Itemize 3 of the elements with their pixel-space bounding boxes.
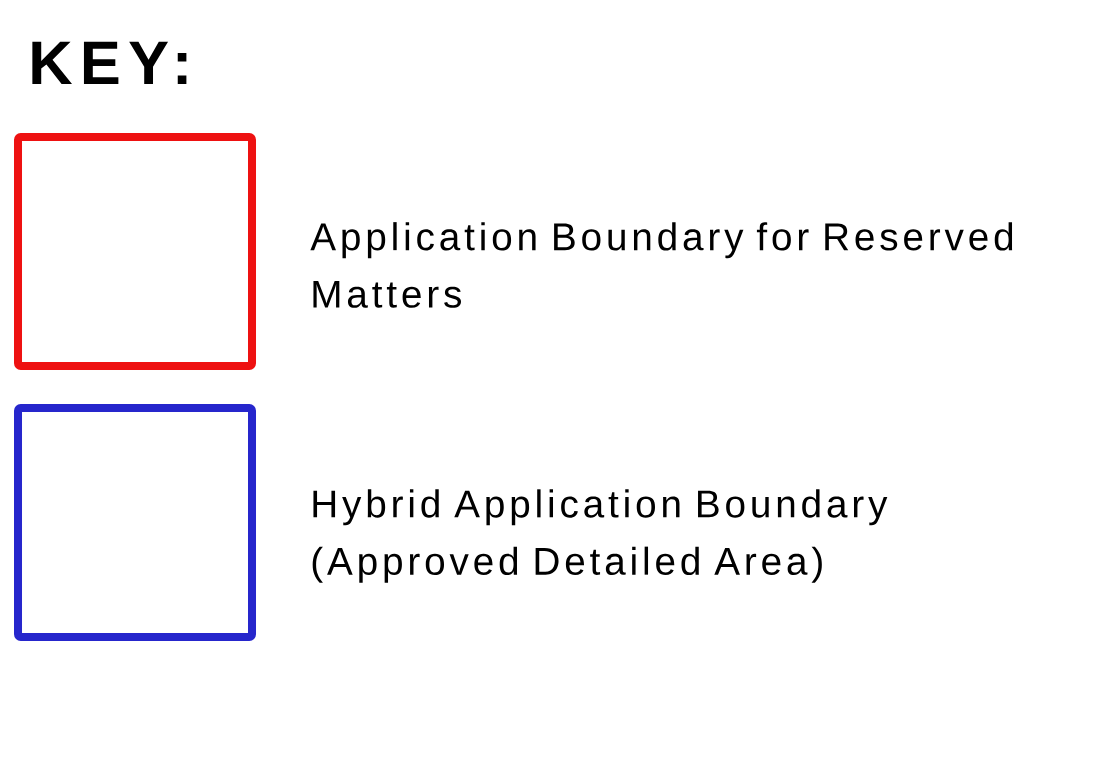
key-heading: KEY: [32, 41, 187, 84]
legend-text: Application Boundary for Reserved Matters [310, 222, 1013, 308]
legend-text: Hybrid Application Boundary (Approved Detailed Area) [312, 489, 888, 583]
